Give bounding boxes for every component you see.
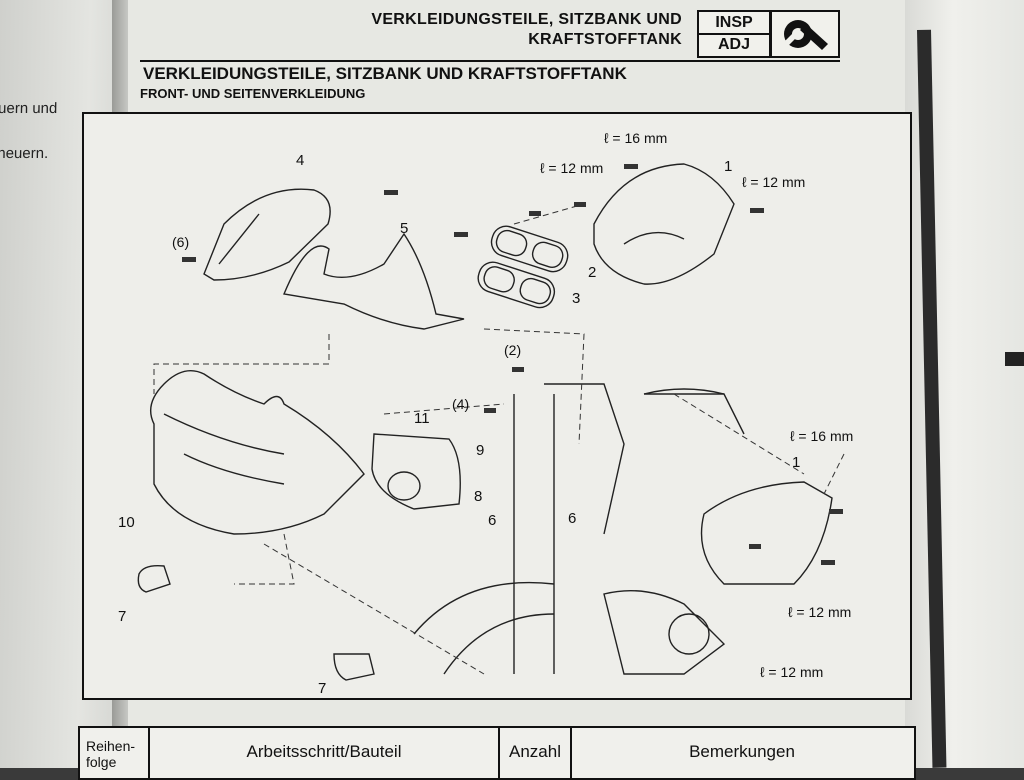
header-title-line1: VERKLEIDUNGSTEILE, SITZBANK UND (371, 11, 682, 28)
exploded-diagram: 4 5 (6) ℓ = 16 mm ℓ = 12 mm 1 ℓ = 12 mm … (82, 112, 912, 700)
callout-2: 2 (588, 264, 597, 281)
side-cowl-right-part (700, 481, 833, 585)
length-16-right: ℓ = 16 mm (790, 428, 854, 444)
callout-7-left: 7 (118, 608, 127, 625)
callout-6a: 6 (488, 512, 497, 529)
length-12-top-left: ℓ = 12 mm (540, 160, 604, 176)
callout-6-paren: (6) (172, 234, 190, 250)
callout-11: 11 (414, 410, 430, 427)
header-title-line2: KRAFTSTOFFTANK (528, 31, 682, 48)
right-page-mark (1005, 352, 1024, 366)
inner-panel-part (283, 232, 465, 330)
callout-7-bottom: 7 (318, 680, 327, 697)
right-page (905, 0, 1024, 768)
badge-adj: ADJ (717, 36, 750, 53)
windscreen-part (203, 188, 331, 281)
length-12-bottom: ℓ = 12 mm (760, 664, 824, 680)
left-page-text-1: uern und (0, 100, 58, 117)
callout-6b: 6 (568, 510, 577, 527)
section-title: VERKLEIDUNGSTEILE, SITZBANK UND KRAFTSTO… (143, 64, 627, 83)
subsection-title: FRONT- UND SEITENVERKLEIDUNG (140, 86, 366, 101)
wrench-tool-icon (770, 10, 840, 58)
headlight-part (371, 433, 461, 510)
callout-4-paren: (4) (452, 396, 470, 412)
callout-3: 3 (572, 290, 581, 307)
page-header-title: VERKLEIDUNGSTEILE, SITZBANK UND KRAFTSTO… (170, 10, 682, 50)
steps-table-header: Reihen-folge Arbeitsschritt/Bauteil Anza… (78, 726, 916, 780)
length-16-top: ℓ = 16 mm (604, 130, 668, 146)
right-page-bar (917, 29, 947, 768)
diagram-drawing (137, 163, 845, 681)
left-page-text-2: neuern. (0, 145, 49, 162)
front-cowl-part (150, 370, 365, 535)
badge-insp: INSP (699, 12, 769, 35)
col-reihenfolge: Reihen-folge (80, 728, 150, 778)
callout-1-top: 1 (724, 158, 733, 175)
callout-2-paren: (2) (504, 342, 522, 358)
col-bemerkungen: Bemerkungen (689, 742, 795, 761)
insp-adj-badge: INSP ADJ (697, 10, 771, 58)
engine-outline (603, 590, 726, 675)
callout-5: 5 (400, 220, 409, 237)
col-anzahl: Anzahl (500, 728, 572, 778)
turn-signal-bottom (333, 653, 375, 681)
length-12-top-right: ℓ = 12 mm (742, 174, 806, 190)
callout-10: 10 (118, 514, 135, 531)
col-arbeitsschritt: Arbeitsschritt/Bauteil (150, 728, 500, 778)
header-rule (140, 60, 840, 62)
length-12-right: ℓ = 12 mm (788, 604, 852, 620)
callout-8: 8 (474, 488, 483, 505)
side-cowl-top-part (593, 163, 735, 285)
callout-4: 4 (296, 152, 305, 169)
callout-1-right: 1 (792, 454, 801, 471)
callout-9: 9 (476, 442, 485, 459)
turn-signal-left (137, 564, 171, 593)
